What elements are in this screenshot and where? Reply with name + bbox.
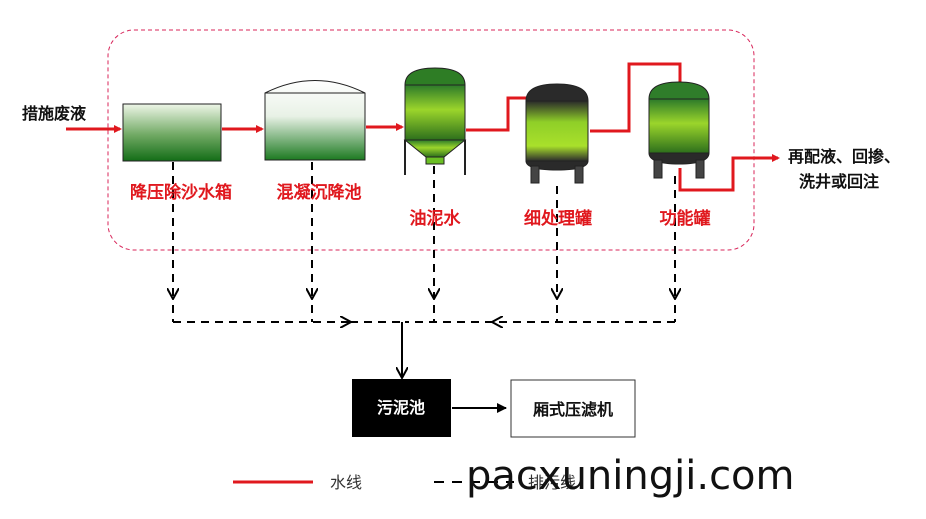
unit-label-2: 混凝沉降池 <box>277 182 362 203</box>
filter-press-label: 厢式压滤机 <box>533 400 613 419</box>
legend-water-line-label: 水线 <box>330 473 362 492</box>
unit-label-1: 降压除沙水箱 <box>130 182 232 203</box>
sludge-lines <box>173 162 675 322</box>
unit-label-3: 油泥水 <box>410 208 462 229</box>
filter-press-box <box>510 379 636 438</box>
unit-label-4: 细处理罐 <box>524 208 592 229</box>
unit-label-5: 功能罐 <box>660 208 711 229</box>
watermark: pacxuningji.com <box>466 453 795 499</box>
water-line-4-5 <box>590 62 682 133</box>
treatment-boundary <box>107 29 755 251</box>
tank-5-functional <box>648 81 710 179</box>
input-label: 措施废液 <box>22 104 87 123</box>
output-label-line2: 洗井或回注 <box>799 172 879 191</box>
legend-sludge-line-label: 排污线 <box>528 473 576 492</box>
legend: 水线 排污线 <box>233 473 576 492</box>
water-lines <box>66 62 780 192</box>
water-line-output <box>678 154 780 192</box>
tank-4-fine-treatment <box>525 83 589 184</box>
sludge-pool-label: 污泥池 <box>377 398 425 417</box>
tank-2-coagulation-basin <box>264 80 366 161</box>
tank-3-sludge-oil-water <box>403 67 467 175</box>
output-label-line1: 再配液、回掺、 <box>788 147 900 166</box>
sludge-pool-box <box>352 379 451 437</box>
water-line-3-4 <box>466 96 528 132</box>
tank-1-desander <box>122 103 222 162</box>
